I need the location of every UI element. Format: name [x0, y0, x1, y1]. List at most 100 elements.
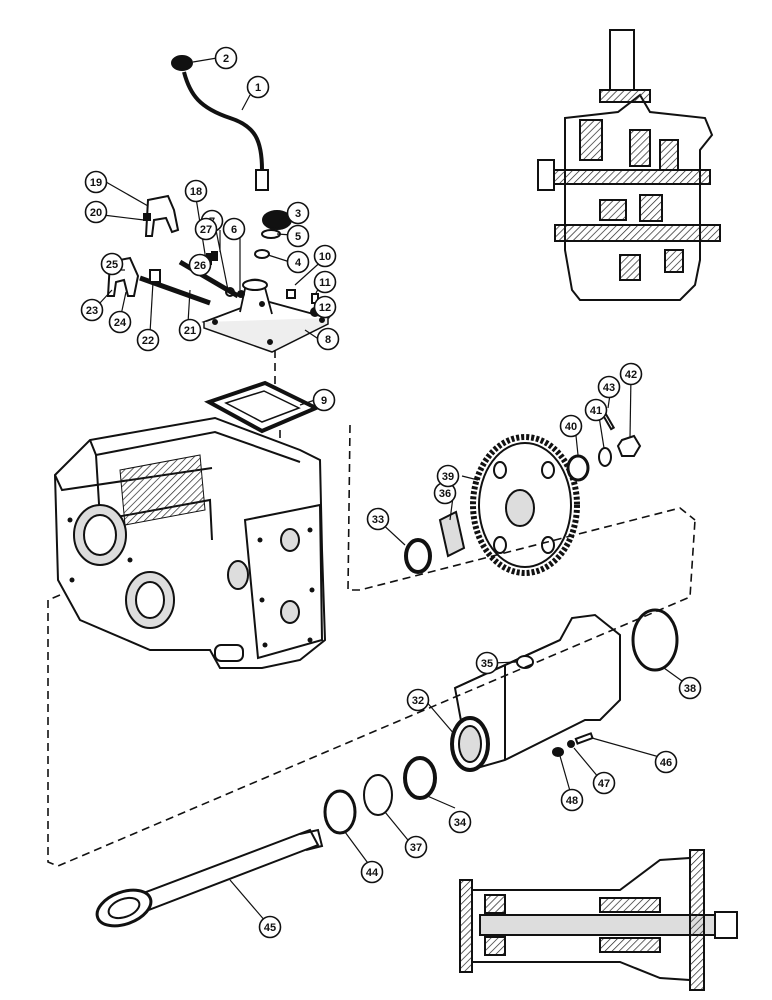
lever-end: [255, 169, 269, 191]
callout-number: 11: [319, 277, 331, 289]
callout-circle: [654, 750, 678, 774]
callout-circle: [188, 253, 212, 277]
callout-number: 25: [106, 259, 118, 271]
callout-24: 24: [108, 310, 132, 334]
callout-5: 5: [286, 224, 310, 248]
callout-1: 1: [246, 75, 270, 99]
main-shaft: [539, 169, 711, 185]
callout-number: 22: [142, 335, 154, 347]
callout-number: 36: [439, 488, 451, 500]
shift-fork-upper: [144, 194, 180, 237]
bushing-35: [516, 655, 534, 669]
callout-circle: [184, 179, 208, 203]
callout-circle: [80, 298, 104, 322]
callout-46: 46: [654, 750, 678, 774]
callout-19: 19: [84, 170, 108, 194]
callout-4: 4: [286, 250, 310, 274]
callout-circle: [108, 310, 132, 334]
callout-circle: [214, 46, 238, 70]
callout-number: 44: [366, 867, 379, 879]
callout-circle: [194, 217, 218, 241]
callout-circle: [597, 375, 621, 399]
callout-25: 25: [100, 252, 124, 276]
callout-circle: [313, 270, 337, 294]
callout-26: 26: [188, 253, 212, 277]
callout-number: 27: [200, 224, 212, 236]
axle-housing-section-inset: [459, 849, 738, 991]
callout-circle: [312, 388, 336, 412]
bearing-cup-34: [403, 756, 437, 800]
spring-46: [574, 732, 594, 745]
callout-number: 47: [598, 778, 610, 790]
transmission-section-inset: [537, 29, 721, 301]
callout-circle: [560, 788, 584, 812]
callout-number: 32: [412, 695, 424, 707]
callout-number: 38: [684, 683, 696, 695]
callout-47: 47: [592, 771, 616, 795]
callout-number: 18: [190, 186, 202, 198]
callout-9: 9: [312, 388, 336, 412]
callout-number: 33: [372, 514, 384, 526]
axle-housing-group: [323, 608, 679, 835]
callout-circle: [592, 771, 616, 795]
callout-number: 45: [264, 922, 276, 934]
callout-circle: [286, 201, 310, 225]
callout-number: 46: [660, 757, 672, 769]
callout-circle: [678, 676, 702, 700]
set-screw-26: [211, 251, 218, 261]
callout-number: 19: [90, 177, 102, 189]
callout-10: 10: [313, 244, 337, 268]
gear-hub-36: [438, 510, 466, 558]
bearing-cup-33: [404, 538, 432, 574]
callout-48: 48: [560, 788, 584, 812]
callout-12: 12: [313, 295, 337, 319]
callout-number: 6: [231, 224, 237, 236]
callout-layer: 1234567891011121819202122232425262732333…: [80, 46, 702, 939]
shift-lever-group: [106, 55, 331, 434]
plug: [286, 289, 296, 299]
callout-3: 3: [286, 201, 310, 225]
bearing-bore-3: [227, 560, 249, 590]
callout-number: 39: [442, 471, 454, 483]
callout-number: 5: [295, 231, 301, 243]
transmission-case: [53, 416, 327, 669]
callout-circle: [448, 810, 472, 834]
callout-circle: [286, 250, 310, 274]
callout-number: 8: [325, 334, 331, 346]
callout-number: 26: [194, 260, 206, 272]
washer-41: [598, 447, 612, 467]
callout-41: 41: [584, 398, 608, 422]
callout-43: 43: [597, 375, 621, 399]
callout-number: 23: [86, 305, 98, 317]
callout-circle: [436, 464, 460, 488]
dashed-assembly-lines: [47, 350, 696, 867]
callout-2: 2: [214, 46, 238, 70]
cover-gasket: [204, 380, 321, 434]
callout-circle: [475, 651, 499, 675]
callout-21: 21: [178, 318, 202, 342]
callout-33: 33: [366, 507, 390, 531]
callout-number: 48: [566, 795, 578, 807]
callout-39: 39: [436, 464, 460, 488]
o-ring-38: [631, 608, 679, 672]
callout-circle: [559, 414, 583, 438]
callout-circle: [258, 915, 282, 939]
callout-circle: [366, 507, 390, 531]
callout-circle: [619, 362, 643, 386]
case-dowel: [214, 644, 244, 662]
callout-number: 3: [295, 208, 301, 220]
callout-circle: [84, 200, 108, 224]
callout-number: 20: [90, 207, 102, 219]
callout-number: 35: [481, 658, 493, 670]
nut-42: [616, 434, 642, 457]
callout-22: 22: [136, 328, 160, 352]
callout-number: 34: [454, 817, 467, 829]
callout-45: 45: [258, 915, 282, 939]
callout-circle: [404, 835, 428, 859]
callout-circle: [286, 224, 310, 248]
callout-34: 34: [448, 810, 472, 834]
callout-42: 42: [619, 362, 643, 386]
seal-44: [323, 789, 357, 835]
callout-number: 9: [321, 395, 327, 407]
interlock-pin: [149, 269, 161, 283]
